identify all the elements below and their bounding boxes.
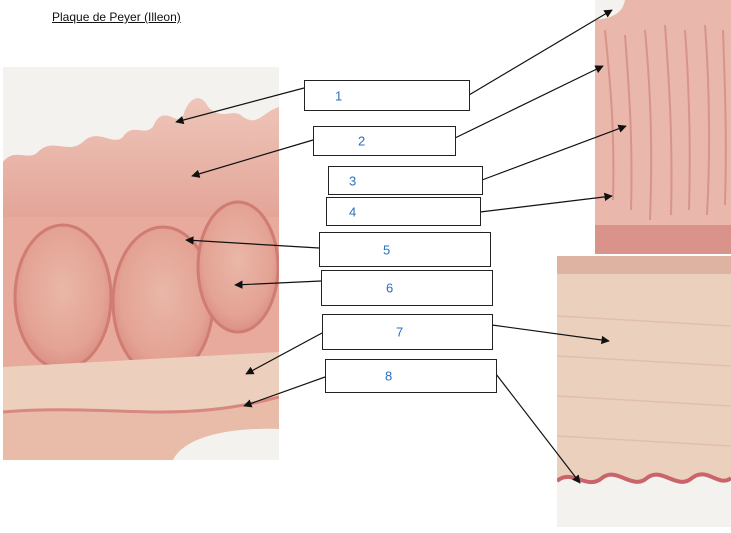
arrow-4-right <box>479 192 613 213</box>
arrow-2-right <box>454 65 604 139</box>
arrow-1-right <box>468 9 613 96</box>
arrow-8-left <box>243 376 326 408</box>
label-box-3[interactable]: 3 <box>328 166 483 195</box>
label-box-8[interactable]: 8 <box>325 359 497 393</box>
label-box-1[interactable]: 1 <box>304 80 470 111</box>
label-number-5: 5 <box>383 242 391 257</box>
label-number-3: 3 <box>349 173 357 188</box>
label-box-5[interactable]: 5 <box>319 232 491 267</box>
figure-title: Plaque de Peyer (Illeon) <box>52 10 181 24</box>
arrow-2-left <box>191 139 314 178</box>
label-number-2: 2 <box>358 133 366 149</box>
label-number-8: 8 <box>385 368 393 384</box>
arrow-3-right <box>481 124 627 181</box>
arrow-7-left <box>245 332 323 375</box>
label-box-6[interactable]: 6 <box>321 270 493 306</box>
label-box-7[interactable]: 7 <box>322 314 493 350</box>
arrow-1-left <box>175 87 305 125</box>
arrow-5-left <box>185 236 320 249</box>
arrow-7-right <box>491 324 610 345</box>
label-box-4[interactable]: 4 <box>326 197 481 226</box>
label-number-7: 7 <box>396 324 404 340</box>
label-number-1: 1 <box>335 88 343 103</box>
arrow-8-right <box>495 373 581 484</box>
label-number-4: 4 <box>349 204 357 219</box>
label-number-6: 6 <box>386 280 394 296</box>
arrow-6-left <box>234 280 322 289</box>
micrograph-muscularis-detail <box>557 256 731 527</box>
label-box-2[interactable]: 2 <box>313 126 456 156</box>
micrograph-peyer-patch <box>3 67 279 460</box>
